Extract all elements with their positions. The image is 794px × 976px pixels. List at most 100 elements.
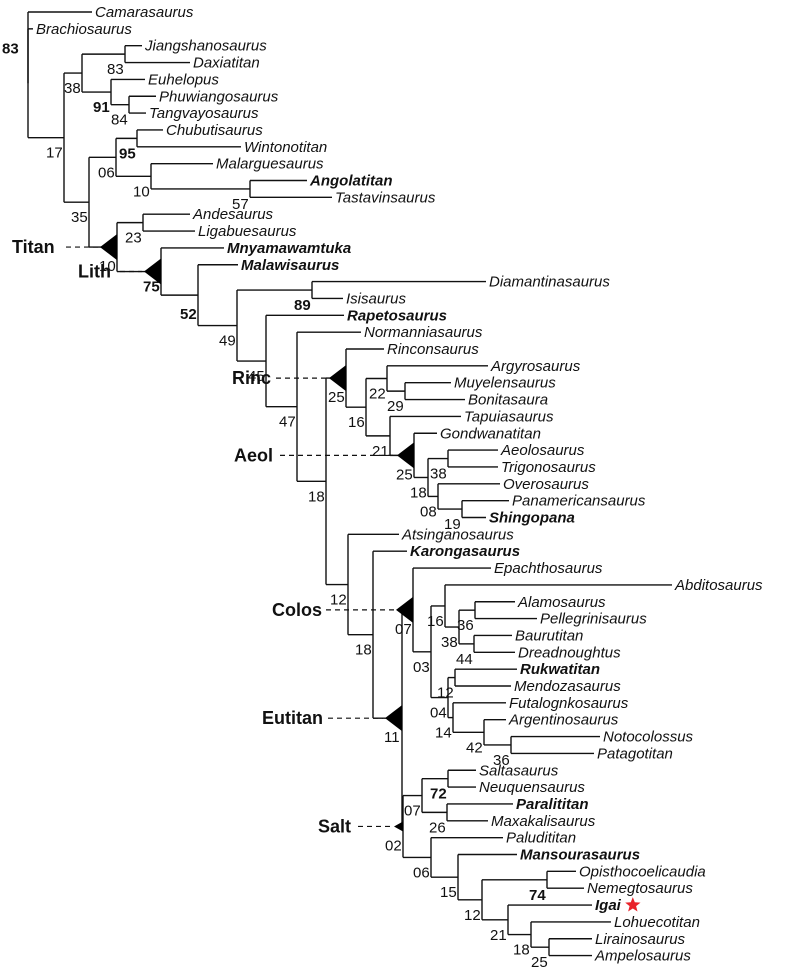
taxon-label: Mendozasaurus bbox=[514, 678, 621, 695]
taxon-label: Saltasaurus bbox=[479, 762, 559, 779]
taxon-label: Brachiosaurus bbox=[36, 21, 132, 38]
clade-node-marker bbox=[394, 821, 403, 832]
clade-label: Rinc bbox=[232, 368, 271, 388]
taxon-label: Dreadnoughtus bbox=[518, 644, 621, 661]
taxon-label: Paralititan bbox=[516, 796, 589, 813]
taxon-label: Wintonotitan bbox=[244, 139, 327, 156]
clade-label: Lith bbox=[78, 262, 111, 282]
support-value: 18 bbox=[513, 942, 530, 959]
clade-node-marker bbox=[385, 705, 402, 732]
clade-node-marker bbox=[144, 258, 161, 285]
support-value: 25 bbox=[396, 466, 413, 483]
taxon-label: Malarguesaurus bbox=[216, 156, 324, 173]
taxon-label: Ampelosaurus bbox=[594, 948, 691, 965]
taxon-label: Jiangshanosaurus bbox=[144, 38, 267, 55]
taxon-label: Futalognkosaurus bbox=[509, 695, 629, 712]
support-value: 16 bbox=[427, 613, 444, 630]
taxon-label: Malawisaurus bbox=[241, 257, 339, 274]
support-value: 19 bbox=[444, 516, 461, 533]
support-value: 10 bbox=[99, 258, 116, 275]
taxon-label: Paludititan bbox=[506, 830, 576, 847]
taxon-label: Ligabuesaurus bbox=[198, 223, 297, 240]
taxon-label: Lohuecotitan bbox=[614, 914, 700, 931]
taxon-label: Muyelensaurus bbox=[454, 375, 556, 392]
taxon-label: Andesaurus bbox=[192, 206, 274, 223]
taxon-label: Panamericansaurus bbox=[512, 493, 646, 510]
clade-label: Titan bbox=[12, 237, 55, 257]
clade-label: Eutitan bbox=[262, 708, 323, 728]
support-value: 12 bbox=[437, 685, 454, 702]
taxon-label: Camarasaurus bbox=[95, 4, 194, 21]
support-value: 11 bbox=[384, 729, 400, 746]
clade-node-marker bbox=[397, 442, 414, 469]
support-value: 12 bbox=[330, 592, 347, 609]
taxon-label: Neuquensaurus bbox=[479, 779, 585, 796]
support-value: 91 bbox=[93, 99, 110, 116]
taxon-label: Overosaurus bbox=[503, 476, 589, 493]
support-value: 38 bbox=[441, 634, 458, 651]
support-value: 49 bbox=[219, 333, 236, 350]
support-value: 23 bbox=[125, 230, 142, 247]
support-value: 95 bbox=[119, 145, 136, 162]
taxon-label: Aeolosaurus bbox=[500, 442, 585, 459]
support-value: 57 bbox=[232, 196, 249, 213]
support-value: 42 bbox=[466, 739, 483, 756]
taxon-label: Argyrosaurus bbox=[490, 358, 581, 375]
taxon-label: Tapuiasaurus bbox=[464, 408, 554, 425]
clade-label: Salt bbox=[318, 816, 351, 836]
taxon-label: Trigonosaurus bbox=[501, 459, 596, 476]
taxon-label: Chubutisaurus bbox=[166, 122, 263, 139]
taxon-label: Argentinosaurus bbox=[508, 712, 619, 729]
taxon-label: Isisaurus bbox=[346, 290, 407, 307]
taxon-label: Lirainosaurus bbox=[595, 931, 686, 948]
taxon-label: Mansourasaurus bbox=[520, 847, 640, 864]
taxon-label: Shingopana bbox=[489, 510, 575, 527]
taxon-label: Tangvayosaurus bbox=[149, 105, 259, 122]
support-value: 44 bbox=[456, 651, 473, 668]
support-value: 25 bbox=[531, 954, 548, 971]
taxon-label: Igai bbox=[595, 897, 622, 914]
support-value: 83 bbox=[2, 41, 19, 58]
taxon-label: Atsinganosaurus bbox=[401, 526, 514, 543]
support-value: 10 bbox=[133, 183, 150, 200]
support-value: 89 bbox=[294, 297, 311, 314]
support-value: 02 bbox=[385, 837, 402, 854]
taxon-label: Mnyamawamtuka bbox=[227, 240, 351, 257]
support-value: 72 bbox=[430, 786, 447, 803]
support-value: 36 bbox=[457, 617, 474, 634]
taxon-label: Gondwanatitan bbox=[440, 425, 541, 442]
taxon-label: Phuwiangosaurus bbox=[159, 88, 279, 105]
support-value: 47 bbox=[279, 414, 296, 431]
taxon-label: Angolatitan bbox=[309, 173, 393, 190]
support-value: 38 bbox=[64, 80, 81, 97]
support-value: 38 bbox=[430, 466, 447, 483]
support-value: 06 bbox=[413, 864, 430, 881]
support-value: 36 bbox=[493, 752, 510, 769]
support-value: 12 bbox=[464, 907, 481, 924]
clade-node-marker bbox=[100, 234, 117, 261]
taxon-label: Tastavinsaurus bbox=[335, 189, 436, 206]
taxon-label: Daxiatitan bbox=[193, 55, 260, 72]
taxon-label: Patagotitan bbox=[597, 745, 673, 762]
support-value: 15 bbox=[440, 884, 457, 901]
taxon-label: Rapetosaurus bbox=[347, 307, 447, 324]
clade-label: Colos bbox=[272, 600, 322, 620]
support-value: 16 bbox=[348, 414, 365, 431]
support-value: 03 bbox=[413, 659, 430, 676]
taxon-label: Opisthocoelicaudia bbox=[579, 863, 706, 880]
support-value: 22 bbox=[369, 385, 386, 402]
support-value: 74 bbox=[529, 887, 546, 904]
support-value: 26 bbox=[429, 819, 446, 836]
taxon-label: Epachthosaurus bbox=[494, 560, 603, 577]
support-value: 14 bbox=[435, 725, 452, 742]
support-value: 35 bbox=[71, 209, 88, 226]
support-value: 07 bbox=[404, 803, 421, 820]
support-value: 17 bbox=[46, 145, 63, 162]
taxon-label: Karongasaurus bbox=[410, 543, 520, 560]
support-value: 84 bbox=[111, 112, 128, 129]
support-value: 18 bbox=[355, 642, 372, 659]
support-value: 06 bbox=[98, 164, 115, 181]
support-value: 08 bbox=[420, 503, 437, 520]
clade-label: Aeol bbox=[234, 445, 273, 465]
